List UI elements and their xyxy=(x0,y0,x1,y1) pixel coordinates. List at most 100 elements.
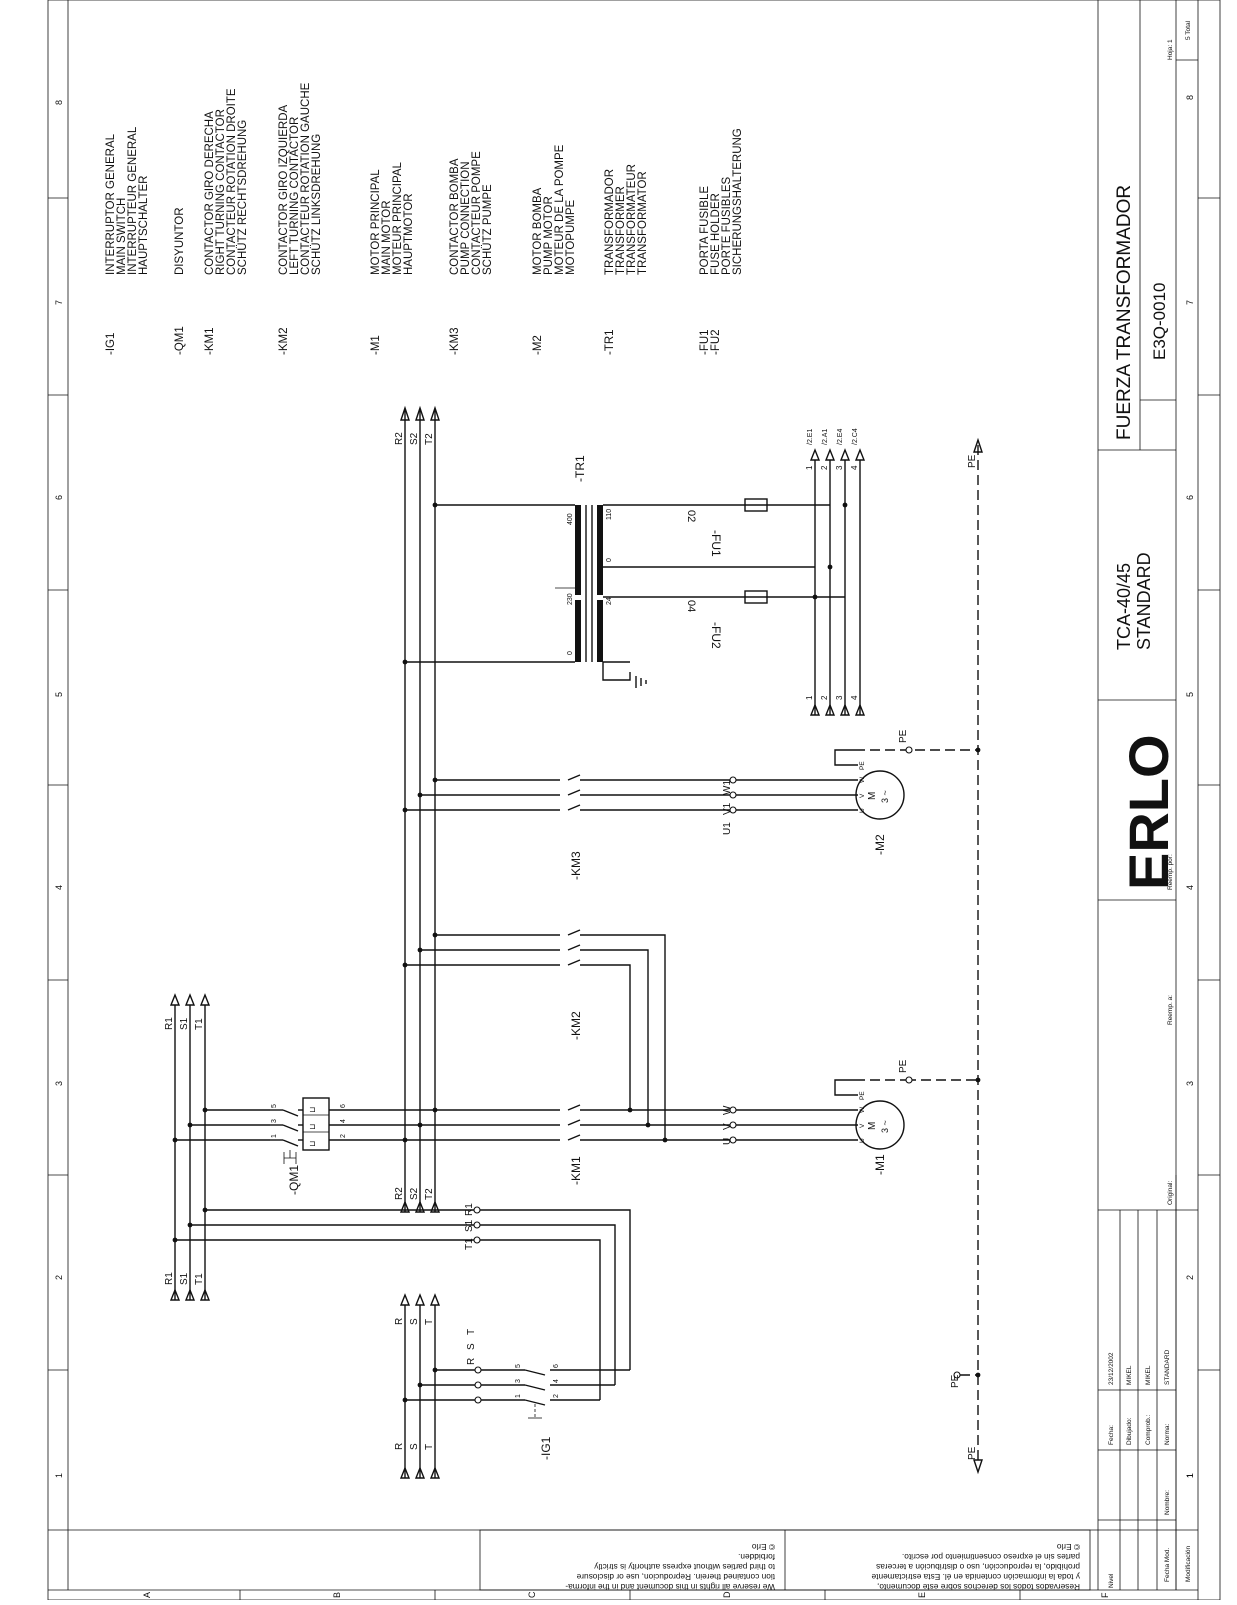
m1-inner-pe: PE xyxy=(859,1091,866,1100)
ig1-out-t1: T1 xyxy=(464,1238,475,1250)
fuse-out-02: 02 xyxy=(685,510,697,522)
km2-contactor: -KM2 xyxy=(402,929,666,1140)
variant-text: STANDARD xyxy=(1134,552,1154,650)
bus1-s1-top: S1 xyxy=(179,1017,190,1030)
grid-ticks xyxy=(48,197,1220,1600)
bus1-t1-bot: T1 xyxy=(194,1273,205,1285)
qm1-pin-3: 3 xyxy=(271,1119,278,1123)
ig1-pin-3: 3 xyxy=(515,1379,522,1383)
m1-inner-w: W xyxy=(859,1106,866,1113)
tb-label-dibujado: Dibujado: xyxy=(1126,1417,1133,1445)
col-num-r6: 6 xyxy=(1185,495,1195,500)
km1-label: -KM1 xyxy=(569,1156,583,1185)
col-num-6: 6 xyxy=(54,495,64,500)
bus1-r1-top: R1 xyxy=(164,1017,175,1030)
ig1-term-s: S xyxy=(466,1343,477,1350)
legend-km3-4: SCHÜTZ PUMPE xyxy=(482,184,494,275)
bus2-t2-bot: T2 xyxy=(424,1188,435,1200)
tb-value-comprob: MIKEL xyxy=(1145,1365,1152,1385)
copyright-es-5: © Erlo xyxy=(1056,1542,1080,1552)
legend-fu-2: FUSE HOLDER xyxy=(710,193,722,275)
tb-label-nivel: Nivel xyxy=(1108,1573,1115,1588)
bus2-r2-top: R2 xyxy=(394,432,405,445)
legend-tr1-1: TRANSFORMADOR xyxy=(604,169,616,275)
legend-m1-2: MAIN MOTOR xyxy=(381,200,393,275)
legend-code-m1: -M1 xyxy=(370,335,382,355)
col-num-3: 3 xyxy=(54,1081,64,1086)
tr1-primary-0: 0 xyxy=(567,651,574,655)
km3-contactor: -KM3 xyxy=(402,774,730,880)
qm1-breaker: ⊐ ⊐ ⊐ 1 3 5 2 4 6 -QM1 xyxy=(270,1097,435,1195)
legend-m1-3: MOTEUR PRINCIPAL xyxy=(392,162,404,275)
out-num-3-bot: 3 xyxy=(835,695,844,700)
m2-label: -M2 xyxy=(873,834,887,855)
m2-inner-v: V xyxy=(859,793,866,798)
bus1-t1-top: T1 xyxy=(194,1018,205,1030)
tr1-label: -TR1 xyxy=(573,455,587,482)
m1-inner-v: V xyxy=(859,1123,866,1128)
m1-symbol-m: M xyxy=(867,1122,878,1130)
copyright-en-2: tion contained therein. Reproducion, use… xyxy=(576,1572,775,1582)
title-block: FUERZA TRANSFORMADOR E3Q-0010 TCA-40/45 … xyxy=(1097,0,1198,1590)
m2-term-v1: V1 xyxy=(722,802,733,815)
brand-logo: ERLO xyxy=(1117,734,1180,890)
schematic: R S T R S T R S T xyxy=(164,405,983,1479)
out-num-4-bot: 4 xyxy=(850,695,859,700)
out-num-1-bot: 1 xyxy=(805,695,814,700)
ig1-pin-4: 4 xyxy=(553,1379,560,1383)
m1-motor: U V W M 3 ~ U V W PE -M1 xyxy=(722,1079,905,1175)
bus2-t2-top: T2 xyxy=(424,433,435,445)
ig1-pin-1: 1 xyxy=(515,1394,522,1398)
ref-2c4: /2.C4 xyxy=(852,428,859,445)
ig1-pin-5: 5 xyxy=(515,1364,522,1368)
col-num-7: 7 xyxy=(54,300,64,305)
legend-km1-4: SCHÜTZ RECHTSDREHUNG xyxy=(237,120,249,275)
bus2-s2-top: S2 xyxy=(409,432,420,445)
m2-term-u1: U1 xyxy=(722,822,733,835)
copyright-en-5: © Erlo xyxy=(751,1542,775,1552)
km1-contactor: -KM1 xyxy=(405,1104,730,1185)
col-num-2: 2 xyxy=(54,1275,64,1280)
row-letter-e: E xyxy=(917,1592,927,1598)
wire-t-bottom: T xyxy=(424,1444,435,1450)
tr1-secondary-0: 0 xyxy=(606,558,613,562)
tb-label-fecha: Fecha: xyxy=(1108,1425,1115,1445)
incoming-supply: R S T R S T R S T xyxy=(394,1293,482,1479)
svg-text:⊐: ⊐ xyxy=(309,1139,316,1148)
legend-tr1-4: TRANSFORMATOR xyxy=(637,171,649,275)
m2-inner-w: W xyxy=(859,776,866,783)
fuse-out-04: 04 xyxy=(685,600,697,612)
m2-motor: U1 V1 W1 M 3 ~ U V W PE -M2 xyxy=(722,749,905,855)
row-letter-f: F xyxy=(1100,1592,1110,1598)
drawing-number: E3Q-0010 xyxy=(1150,283,1169,361)
col-num-r5: 5 xyxy=(1185,692,1195,697)
qm1-pin-5: 5 xyxy=(271,1104,278,1108)
legend-m2-3: MOTEUR DE LA POMPE xyxy=(554,144,566,275)
ig1-term-r: R xyxy=(466,1358,477,1365)
wire-s-bottom: S xyxy=(409,1443,420,1450)
legend-code-fu1: -FU1 xyxy=(699,329,711,355)
tr1-primary-230: 230 xyxy=(567,593,574,605)
m2-term-w1: W1 xyxy=(722,780,733,795)
tb-col-1: 1 xyxy=(1186,1473,1195,1478)
ref-2e4: /2.E4 xyxy=(837,429,844,445)
control-outputs: 1 2 3 4 1 2 3 4 /2.E1 /2.A1 /2.E4 /2.C4 xyxy=(805,428,866,716)
pe-line: PE PE PE PE PE xyxy=(855,437,983,1475)
km3-label: -KM3 xyxy=(569,851,583,880)
ref-2a1: /2.A1 xyxy=(822,429,829,445)
col-num-r2: 2 xyxy=(1185,1275,1195,1280)
ig1-label: -IG1 xyxy=(539,1436,553,1460)
legend-m1-1: MOTOR PRINCIPAL xyxy=(370,169,382,275)
m2-symbol-m: M xyxy=(867,792,878,800)
tb-label-fecha-mod: Fecha Mod. xyxy=(1164,1547,1171,1582)
copyright-en-1: We reserve all rights in this document a… xyxy=(565,1582,775,1592)
legend-code-tr1: -TR1 xyxy=(604,329,616,355)
tb-label-reemp-a: Reemp. a: xyxy=(1167,995,1174,1025)
out-num-3-top: 3 xyxy=(835,465,844,470)
row-letter-d: D xyxy=(722,1591,732,1598)
m2-inner-u: U xyxy=(859,808,866,813)
legend-km3-3: CONTACTEUR POMPE xyxy=(471,151,483,275)
legend-m1-4: HAUPTMOTOR xyxy=(403,193,415,275)
bus1-s1-bot: S1 xyxy=(179,1272,190,1285)
